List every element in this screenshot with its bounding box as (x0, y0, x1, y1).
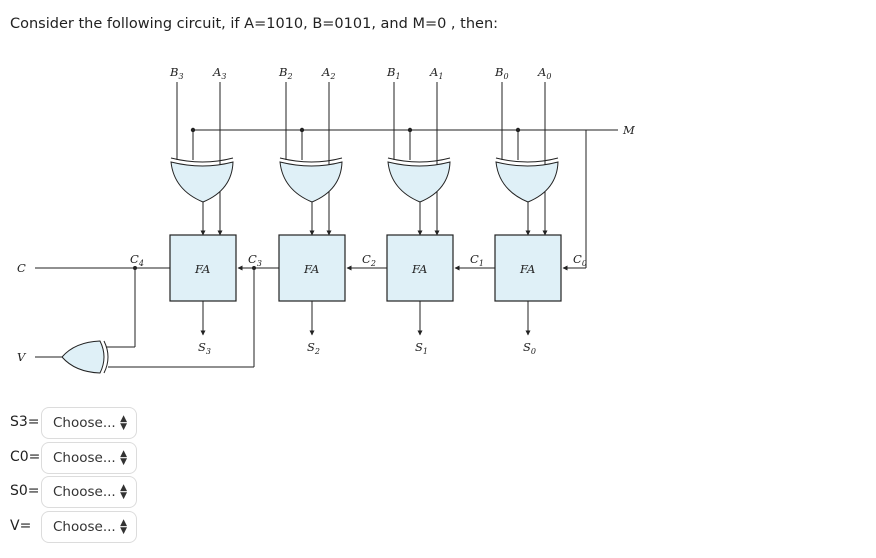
full-adder-box (278, 234, 346, 302)
answer-label: C0= (10, 449, 41, 465)
sum-label: S0 (523, 340, 536, 356)
m-label: M (622, 123, 636, 137)
fa-label: FA (411, 262, 427, 276)
select-updown-icon: ▲▼ (120, 518, 127, 536)
carry-label: C3 (248, 252, 262, 268)
fa-label: FA (194, 262, 210, 276)
b-input-label: B3 (169, 65, 184, 81)
full-adder-box (386, 234, 454, 302)
b-input-label: B0 (494, 65, 509, 81)
a-input-label: A1 (429, 65, 443, 81)
a-input-label: A3 (212, 65, 226, 81)
carry-label: C1 (470, 252, 484, 268)
carry-label: C4 (130, 252, 144, 268)
overflow-xor-gate (61, 340, 109, 374)
sum-label: S3 (198, 340, 211, 356)
fa-label: FA (519, 262, 535, 276)
v-output-label: V (17, 350, 27, 364)
answer-select[interactable]: Choose... ▲▼ (41, 407, 137, 439)
b-input-label: B2 (278, 65, 293, 81)
select-updown-icon: ▲▼ (120, 449, 127, 467)
bit-slice-3: FA S3 B3 A3 (169, 65, 279, 356)
answer-label: S0= (10, 483, 40, 499)
select-value: Choose... (53, 415, 116, 431)
c-output-label: C (17, 261, 26, 275)
sum-label: S2 (307, 340, 320, 356)
bit-slice-0: FA S0 B0 A0 (494, 65, 562, 356)
b-input-label: B1 (386, 65, 401, 81)
question-text: Consider the following circuit, if A=101… (10, 16, 499, 32)
select-value: Choose... (53, 450, 116, 466)
a-input-label: A2 (321, 65, 335, 81)
sum-label: S1 (415, 340, 428, 356)
select-updown-icon: ▲▼ (120, 483, 127, 501)
bit-slice-1: FA S1 B1 A1 (386, 65, 495, 356)
select-value: Choose... (53, 519, 116, 535)
carry-label: C0 (573, 252, 587, 268)
a-input-label: A0 (537, 65, 551, 81)
select-value: Choose... (53, 484, 116, 500)
select-updown-icon: ▲▼ (120, 414, 127, 432)
answer-label: V= (10, 518, 32, 534)
fa-label: FA (303, 262, 319, 276)
bit-slice-2: FA S2 B2 A2 (278, 65, 387, 356)
answer-select[interactable]: Choose... ▲▼ (41, 511, 137, 543)
answer-label: S3= (10, 414, 40, 430)
answer-select[interactable]: Choose... ▲▼ (41, 476, 137, 508)
answer-select[interactable]: Choose... ▲▼ (41, 442, 137, 474)
carry-label: C2 (362, 252, 376, 268)
